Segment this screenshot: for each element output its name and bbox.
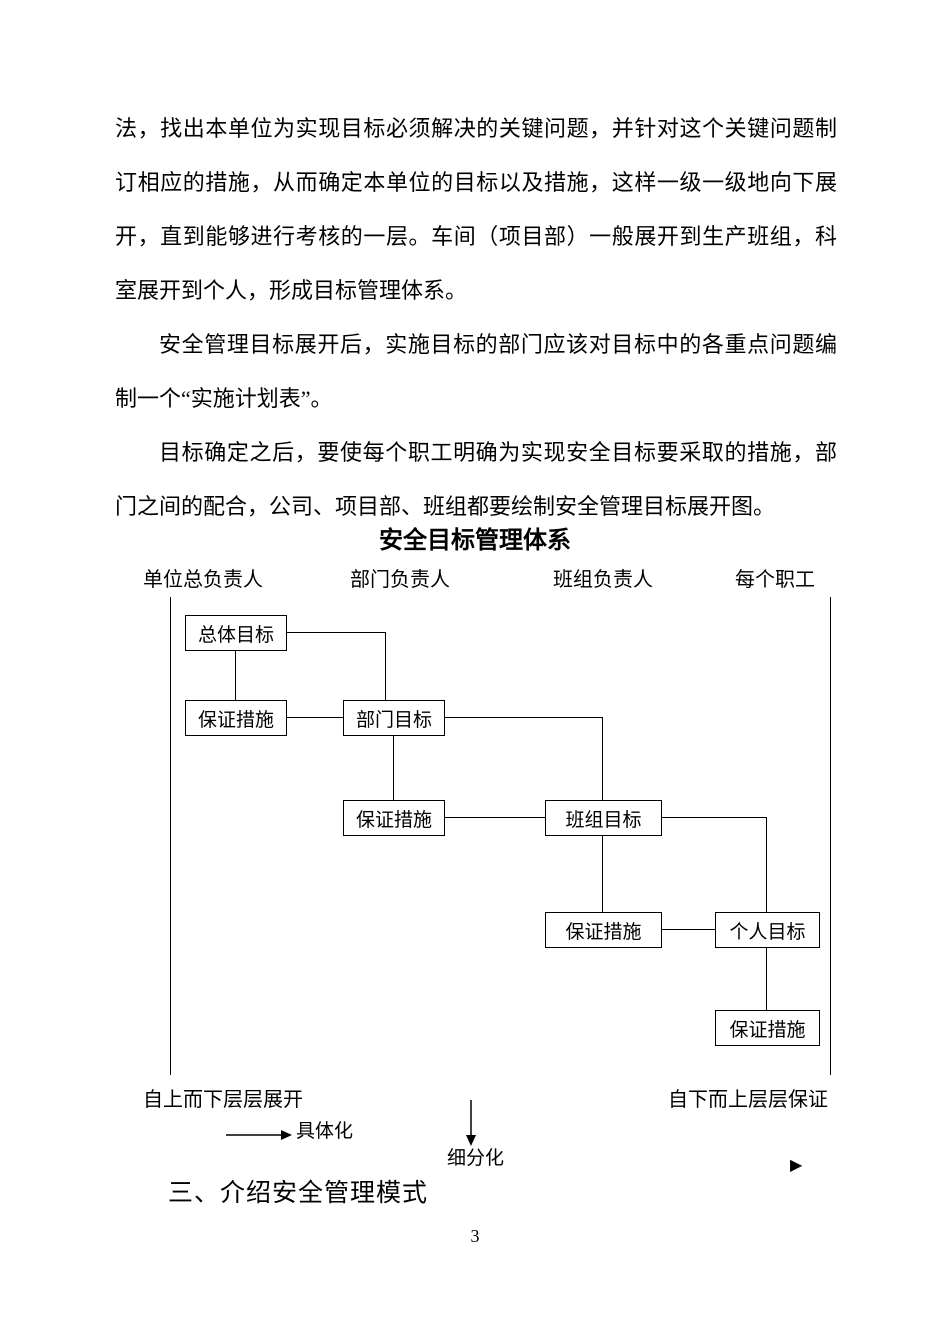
- column-header-dept-leader: 部门负责人: [350, 569, 450, 591]
- connector-personal-to-measure4: [766, 946, 767, 1010]
- label-subdivide: 细分化: [447, 1148, 505, 1169]
- page-number: 3: [470, 1226, 480, 1246]
- connector-measure1-to-dept: [285, 717, 343, 718]
- connector-overall-to-measure1: [235, 649, 236, 700]
- connector-drop-to-dept: [385, 632, 386, 700]
- paragraph-continuation: 法，找出本单位为实现目标必须解决的关键问题，并针对这个关键问题制订相应的措施，从…: [115, 116, 837, 303]
- right-boundary-line: [830, 597, 831, 1075]
- paragraph-target-expansion: 目标确定之后，要使每个职工明确为实现安全目标要采取的措施，部门之间的配合，公司、…: [115, 440, 837, 519]
- box-personal-target: 个人目标: [715, 912, 820, 948]
- column-header-team-leader: 班组负责人: [553, 569, 653, 591]
- box-measure-team: 保证措施: [545, 912, 662, 948]
- subdivide-arrow-icon: [466, 1100, 476, 1146]
- connector-dept-right: [443, 717, 602, 718]
- box-team-target: 班组目标: [545, 800, 662, 836]
- box-department-target: 部门目标: [343, 700, 445, 736]
- connector-team-right: [660, 817, 766, 818]
- box-measure-department: 保证措施: [343, 800, 445, 836]
- box-measure-unit: 保证措施: [185, 700, 287, 736]
- column-header-unit-leader: 单位总负责人: [143, 569, 263, 591]
- section-heading: 三、介绍安全管理模式: [168, 1180, 429, 1207]
- left-boundary-line: [170, 597, 171, 1075]
- diagram-title: 安全目标管理体系: [379, 527, 571, 554]
- connector-measure3-to-personal: [660, 929, 715, 930]
- box-overall-target: 总体目标: [185, 615, 287, 651]
- connector-overall-right: [285, 632, 385, 633]
- right-triangle-icon: ▶: [790, 1157, 803, 1174]
- concretize-arrow-icon: [226, 1130, 292, 1140]
- connector-drop-to-team: [602, 717, 603, 800]
- box-measure-personal: 保证措施: [715, 1010, 820, 1046]
- connector-team-to-measure3: [602, 834, 603, 912]
- body-text: 法，找出本单位为实现目标必须解决的关键问题，并针对这个关键问题制订相应的措施，从…: [115, 102, 837, 534]
- column-header-employee: 每个职工: [735, 569, 815, 591]
- label-top-down-expand: 自上而下层层展开: [143, 1089, 303, 1111]
- label-concretize: 具体化: [296, 1121, 354, 1142]
- label-bottom-up-guarantee: 自下而上层层保证: [668, 1089, 828, 1111]
- connector-measure2-to-team: [443, 817, 545, 818]
- connector-dept-to-measure2: [393, 734, 394, 800]
- paragraph-implementation-plan: 安全管理目标展开后，实施目标的部门应该对目标中的各重点问题编制一个“实施计划表”…: [115, 332, 837, 411]
- connector-drop-to-personal: [766, 817, 767, 912]
